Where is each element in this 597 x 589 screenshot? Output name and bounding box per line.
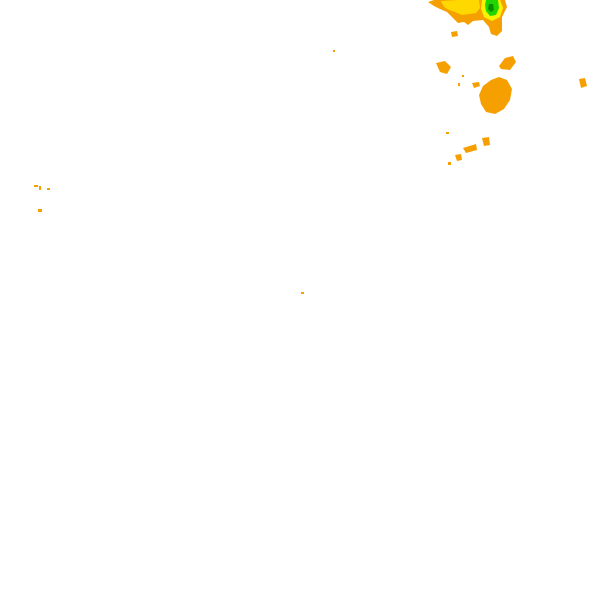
echo-dot-right-3 — [448, 162, 451, 165]
echo-small-top-right-2 — [499, 56, 516, 70]
echo-fragment-right-2 — [579, 78, 587, 88]
echo-fragment-right-5 — [455, 154, 462, 161]
echo-dot-right-2 — [446, 132, 449, 134]
echo-dot-right-1 — [333, 50, 335, 52]
echo-fragment-right-4 — [463, 144, 477, 153]
echo-small-top-right-1 — [451, 31, 458, 37]
echo-cluster-yellow — [441, 0, 480, 15]
echo-dot-left-4 — [38, 209, 42, 212]
echo-fragment-right-3 — [482, 137, 490, 146]
echo-small-top-right-3 — [436, 61, 451, 74]
echo-dot-right-5 — [462, 75, 464, 77]
storm-cells-right — [333, 31, 587, 165]
echo-fragment-right-1 — [472, 82, 480, 88]
echo-dot-left-1 — [34, 185, 38, 187]
echo-dot-right-4 — [458, 83, 460, 86]
storm-cluster-top-right — [428, 0, 507, 36]
echo-dot-left-3 — [47, 188, 50, 190]
echo-dot-center-1 — [301, 292, 304, 294]
storm-cells-left — [34, 185, 304, 294]
echo-cluster-dark-green — [488, 4, 494, 12]
echo-large-orange-cell — [479, 77, 512, 114]
echo-dot-left-2 — [39, 186, 41, 190]
